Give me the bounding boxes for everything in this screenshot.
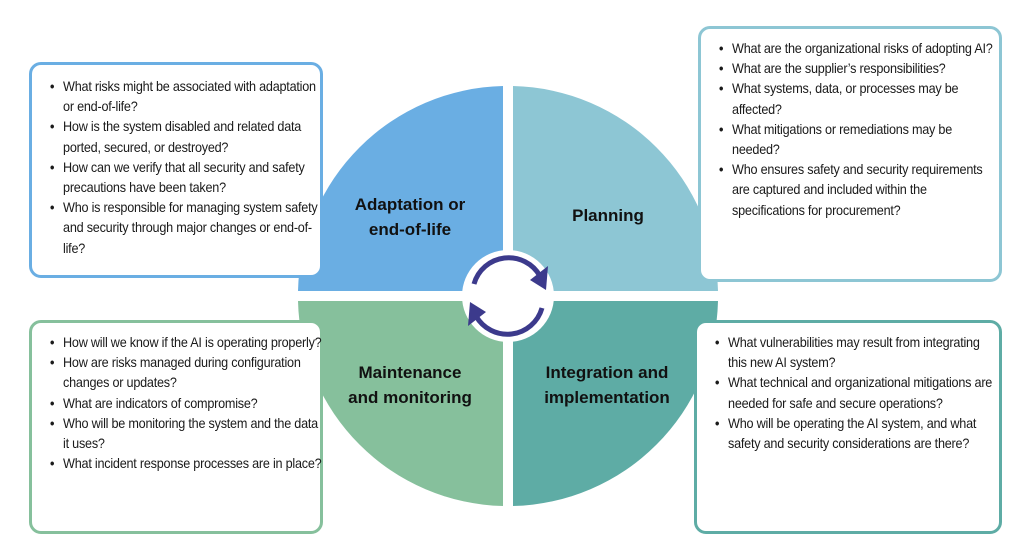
label-maintenance-2: and monitoring: [348, 388, 472, 407]
quadrant-planning: [513, 86, 718, 291]
cycle-arrows-icon: [462, 250, 554, 342]
question-item: How will we know if the AI is operating …: [50, 333, 322, 353]
question-item: What vulnerabilities may result from int…: [715, 333, 1001, 373]
integration-question-list: What vulnerabilities may result from int…: [715, 333, 992, 454]
question-item: How are risks managed during configurati…: [50, 353, 322, 393]
question-item: What incident response processes are in …: [50, 454, 322, 474]
adaptation-questions-box: What risks might be associated with adap…: [29, 62, 323, 278]
question-item: What risks might be associated with adap…: [50, 77, 322, 117]
question-item: What are the supplier’s responsibilities…: [719, 59, 1001, 79]
question-item: What systems, data, or processes may be …: [719, 79, 1001, 119]
question-item: Who is responsible for managing system s…: [50, 198, 322, 259]
question-item: What technical and organizational mitiga…: [715, 373, 1001, 413]
quadrant-maintenance: [298, 301, 503, 506]
label-integration-2: implementation: [544, 388, 670, 407]
label-maintenance-1: Maintenance: [359, 363, 462, 382]
question-item: How is the system disabled and related d…: [50, 117, 322, 157]
quadrant-integration: [513, 301, 718, 506]
integration-questions-box: What vulnerabilities may result from int…: [694, 320, 1002, 534]
label-adaptation-2: end-of-life: [369, 220, 451, 239]
question-item: Who ensures safety and security requirem…: [719, 160, 1001, 221]
question-item: Who will be operating the AI system, and…: [715, 414, 1001, 454]
question-item: What mitigations or remediations may be …: [719, 120, 1001, 160]
maintenance-questions-box: How will we know if the AI is operating …: [29, 320, 323, 534]
label-adaptation-1: Adaptation or: [355, 195, 466, 214]
question-item: Who will be monitoring the system and th…: [50, 414, 322, 454]
planning-question-list: What are the organizational risks of ado…: [719, 39, 993, 221]
label-integration-1: Integration and: [546, 363, 669, 382]
planning-questions-box: What are the organizational risks of ado…: [698, 26, 1002, 282]
label-planning: Planning: [572, 206, 644, 225]
maintenance-question-list: How will we know if the AI is operating …: [50, 333, 322, 475]
quadrant-adaptation: [298, 86, 503, 291]
question-item: What are the organizational risks of ado…: [719, 39, 1001, 59]
question-item: What are indicators of compromise?: [50, 394, 322, 414]
adaptation-question-list: What risks might be associated with adap…: [50, 77, 318, 259]
question-item: How can we verify that all security and …: [50, 158, 322, 198]
